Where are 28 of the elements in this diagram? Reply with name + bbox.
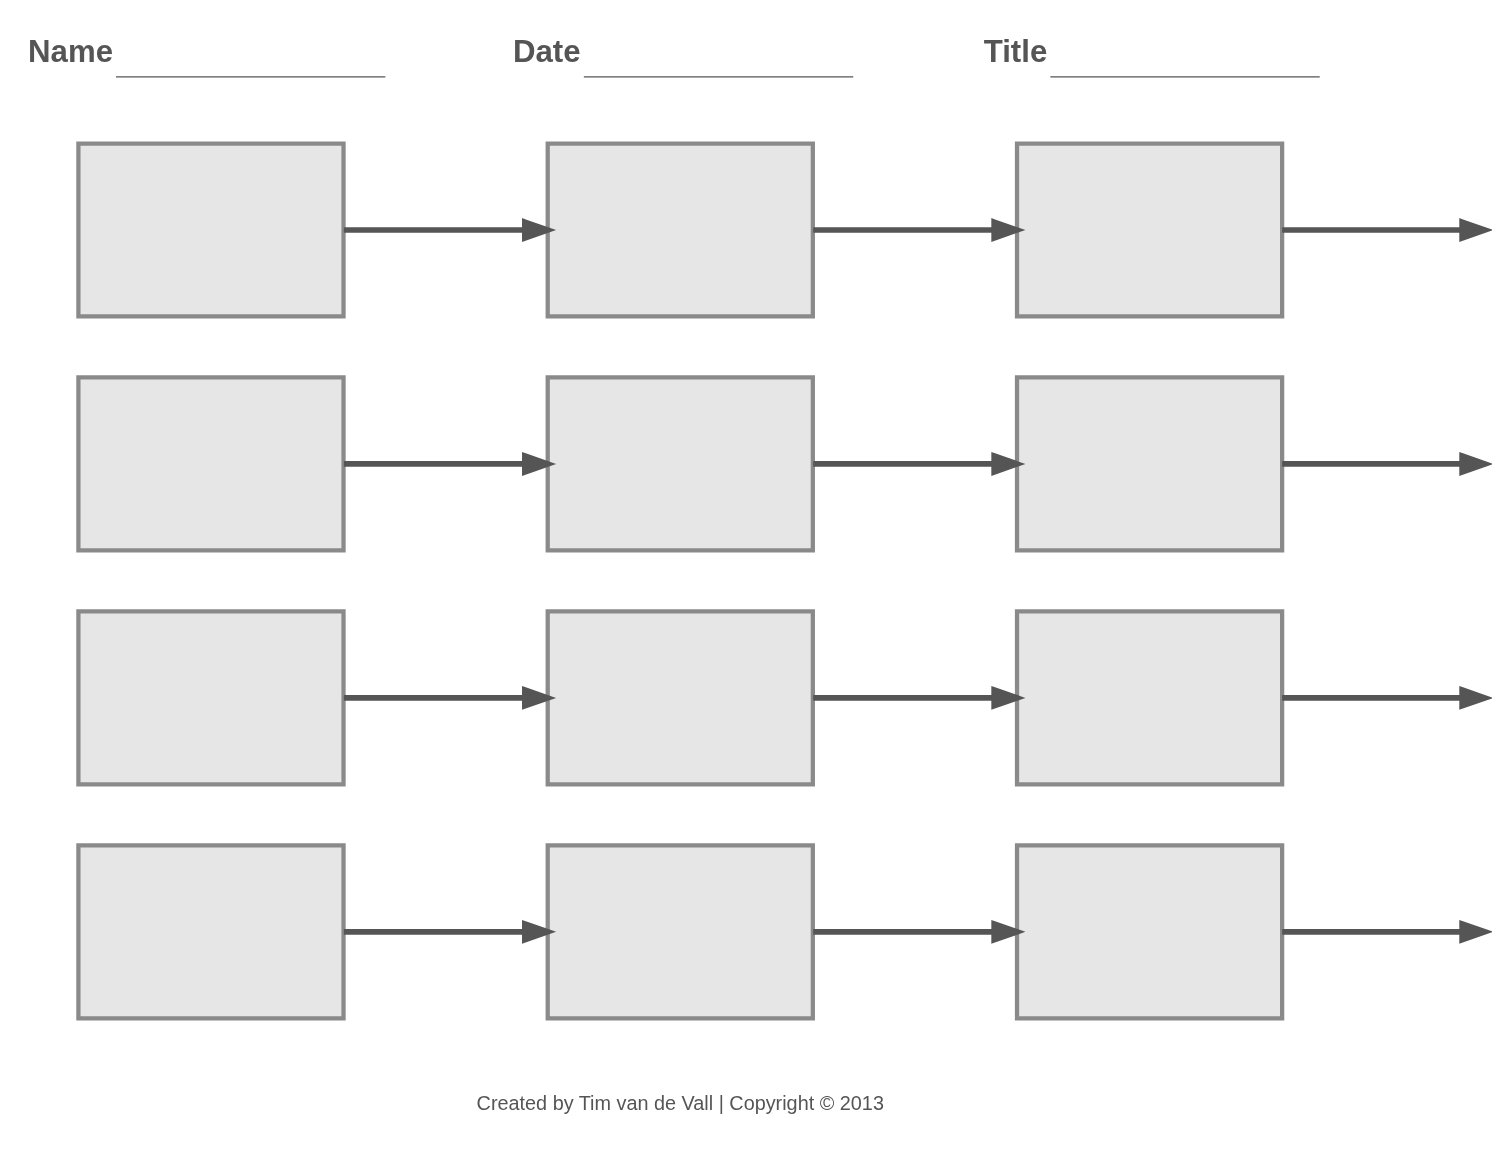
label: Name [28,34,114,70]
node-box [545,141,815,319]
arrow [813,685,1026,710]
node-box [545,843,815,1021]
node-box [76,609,346,787]
node-box [1014,141,1285,319]
node-box [76,141,346,319]
node-box [76,375,346,553]
label: Title [983,34,1048,70]
arrow [343,218,557,242]
node-box [545,609,815,787]
label: Created by Tim van de Vall | Copyright © 2013 [476,1092,884,1115]
arrow [343,919,557,944]
arrow [343,685,557,710]
arrow [1282,685,1492,710]
arrow [813,919,1026,944]
node-box [1014,375,1285,553]
node-box [545,375,815,553]
arrow [813,218,1026,242]
node-box [76,843,346,1021]
label: Date [512,34,581,70]
arrow [1282,919,1492,944]
arrow [1282,218,1492,242]
node-box [1014,609,1285,787]
arrow [813,452,1026,476]
arrow [1282,452,1492,476]
node-box [1014,843,1285,1021]
arrow [343,452,557,476]
